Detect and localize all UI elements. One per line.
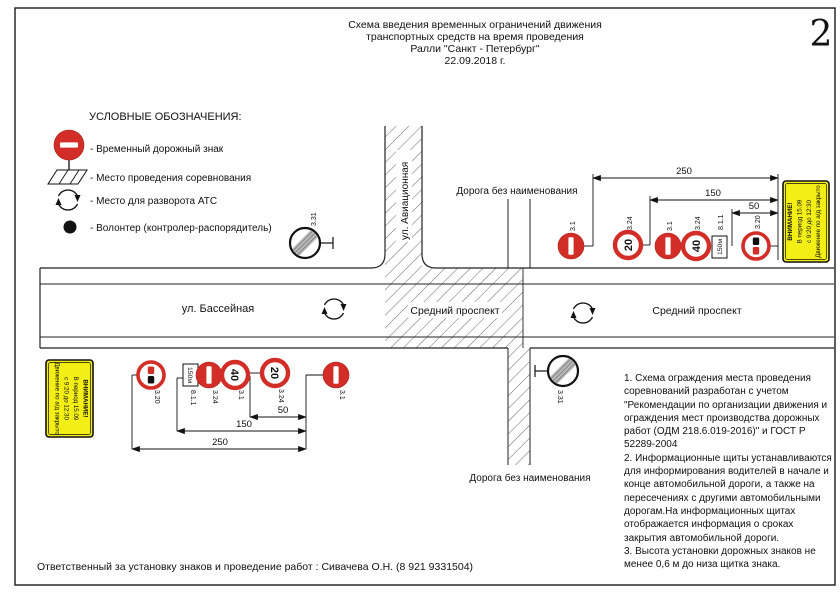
sign-speed-40-top: 40 3.24 — [683, 216, 709, 259]
sign-no-entry-1-bottom: 3.24 — [195, 361, 223, 404]
board-line-4: Движение по а/д закрыто — [815, 185, 822, 258]
page-number: 2 — [810, 14, 833, 55]
road-label-unnamed-top: Дорога без наименования — [456, 185, 577, 197]
sign-code: 3.24 — [277, 389, 284, 403]
sign-row-bottom: 50 150 250 3.20 150м 8.1.1 3.24 40 3.1 2… — [45, 359, 350, 453]
road-label-basseynaya: ул. Бассейная — [182, 303, 255, 315]
board-line-2: В период 15.09 — [72, 377, 79, 421]
plate-value: 150м — [186, 367, 193, 383]
plate-value: 150м — [717, 239, 724, 255]
road-label-sredniy-west: Средний проспект — [410, 305, 499, 317]
sign-3-31-left: 3.31 — [290, 212, 334, 258]
board-line-1: ВНИМАНИЕ! — [787, 202, 794, 240]
legend-item-competition-area: - Место проведения соревнования — [90, 173, 251, 184]
sign-code: 3.1 — [338, 390, 345, 400]
note-1: 1. Схема ограждения места проведения сор… — [624, 373, 828, 451]
dim-value-50-bottom: 50 — [278, 405, 289, 416]
sign-distance-plate-bottom: 150м 8.1.1 — [182, 363, 199, 406]
note-3: 3. Высота установки дорожных знаков не м… — [624, 545, 816, 571]
board-line-4: Движение по а/д закрыто — [53, 362, 60, 435]
page-title: Схема введения временных ограничений дви… — [348, 19, 602, 67]
dim-value-150-top: 150 — [705, 188, 721, 199]
turnaround-symbol-west — [320, 298, 348, 320]
sign-value: 20 — [268, 367, 280, 379]
notes-block: 1. Схема ограждения места проведения сор… — [624, 372, 836, 571]
label-backing — [408, 302, 502, 318]
title-line-2: транспортных средств на время проведения — [366, 31, 584, 43]
sign-speed-20-bottom: 20 3.24 — [262, 360, 288, 403]
sign-code: 3.1 — [570, 221, 577, 231]
sign-code: 3.20 — [755, 215, 762, 229]
warning-board-left: ВНИМАНИЕ! В период 15.09 с 9:20 до 12:30… — [45, 359, 94, 438]
sign-speed-40-bottom: 40 3.1 — [222, 362, 248, 400]
sign-code: 3.31 — [556, 390, 563, 404]
sign-code: 3.20 — [153, 390, 160, 404]
turnaround-icon — [54, 189, 82, 211]
dim-value-250-top: 250 — [676, 166, 692, 177]
board-line-1: ВНИМАНИЕ! — [82, 379, 89, 417]
footer-responsible: Ответственный за установку знаков и пров… — [37, 561, 473, 573]
sign-code: 3.24 — [211, 390, 218, 404]
sign-value: 20 — [623, 239, 635, 251]
sign-code: 3.24 — [695, 216, 702, 230]
sign-distance-plate-top: 150м 8.1.1 — [711, 214, 728, 259]
warning-board-right: ВНИМАНИЕ! В период 15.09 с 9:20 до 12:30… — [782, 180, 830, 263]
road-label-aviatsionnaya: ул. Авиационная — [400, 162, 411, 240]
aviatsionnaya-road — [370, 126, 437, 269]
turnaround-symbol-east — [569, 302, 597, 324]
label-backing — [396, 150, 412, 242]
legend-item-volunteer: - Волонтер (контролер-распорядитель) — [90, 223, 272, 234]
dimension-extension-lines — [131, 372, 323, 449]
sign-code: 8.1.1 — [718, 214, 725, 230]
sign-value: 40 — [691, 240, 703, 252]
note-2: 2. Информационные щиты устанавливаются д… — [624, 452, 832, 544]
sign-code: 8.1.1 — [189, 390, 196, 406]
sign-no-overtaking-bottom: 3.20 — [136, 360, 166, 404]
sign-code: 3.1 — [237, 390, 244, 400]
sign-code: 3.24 — [627, 216, 634, 230]
legend-heading: УСЛОВНЫЕ ОБОЗНАЧЕНИЯ: — [89, 111, 242, 123]
sign-speed-20-top: 20 3.24 — [615, 216, 641, 258]
volunteer-icon — [63, 220, 77, 234]
title-line-3: Ралли "Санкт - Петербург" — [410, 43, 539, 55]
dim-value-250-bottom: 250 — [212, 437, 228, 448]
dim-value-150-bottom: 150 — [236, 419, 252, 430]
board-line-2: В период 15.09 — [796, 199, 803, 243]
sign-no-entry-2-bottom: 3.1 — [322, 361, 350, 400]
title-line-1: Схема введения временных ограничений дви… — [348, 19, 602, 31]
board-line-3: с 9:20 до 12:30 — [63, 377, 70, 420]
temporary-sign-icon — [53, 129, 85, 175]
sign-code: 3.31 — [311, 212, 318, 226]
legend-item-turnaround: - Место для разворота АТС — [90, 196, 217, 207]
road-label-sredniy-east: Средний проспект — [652, 305, 741, 317]
sign-3-31-right: 3.31 — [534, 356, 578, 404]
road-label-unnamed-bottom: Дорога без наименования — [469, 472, 590, 484]
sign-no-overtaking-top: 3.20 — [741, 215, 771, 261]
competition-area-icon — [47, 169, 88, 185]
dim-value-50-top: 50 — [749, 201, 760, 212]
title-line-4: 22.09.2018 г. — [445, 55, 506, 67]
unnamed-road-bottom — [507, 348, 531, 465]
main-road — [39, 267, 834, 349]
legend-item-temporary-sign: - Временный дорожный знак — [90, 144, 224, 155]
sign-no-entry-2-top: 3.1 — [654, 221, 682, 260]
legend: УСЛОВНЫЕ ОБОЗНАЧЕНИЯ: - Временный дорожн… — [47, 111, 272, 234]
page-border — [14, 7, 836, 586]
sign-row-top: 250 150 50 3.1 20 3.24 3.1 40 3.24 150м … — [557, 166, 830, 263]
unnamed-road-top — [507, 199, 531, 268]
sign-code: 3.1 — [667, 221, 674, 231]
sign-value: 40 — [228, 369, 240, 381]
sign-no-entry-1-top: 3.1 — [557, 221, 585, 260]
board-line-3: с 9:20 до 12:30 — [806, 200, 813, 243]
